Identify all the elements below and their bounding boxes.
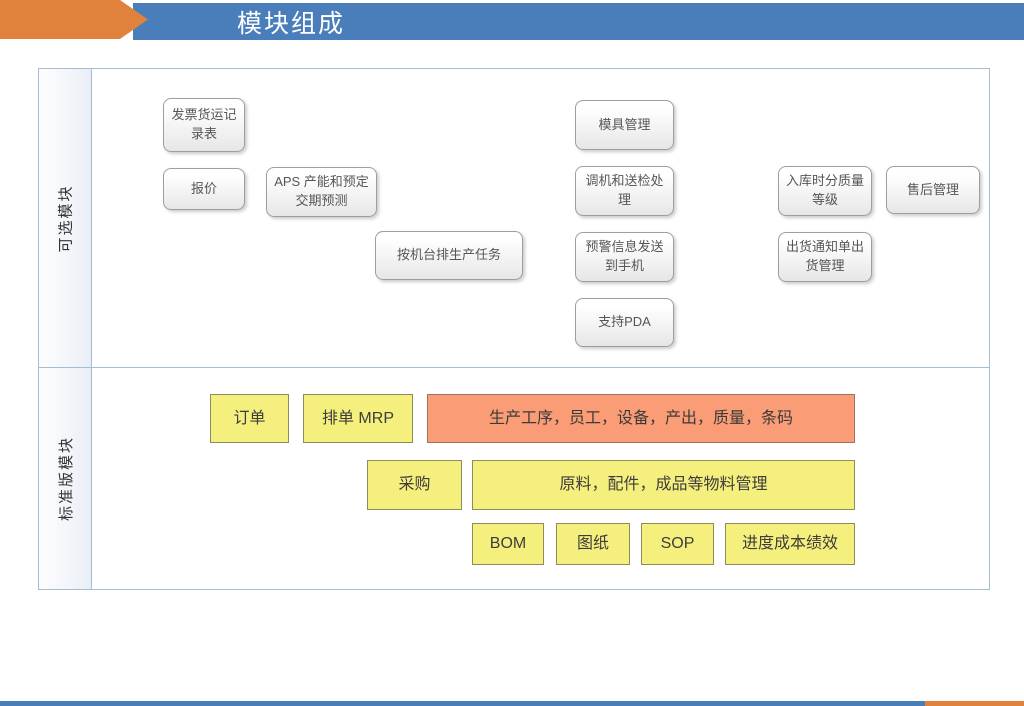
module-aps-forecast: APS 产能和预定交期预测 <box>266 167 377 217</box>
module-shipping-notice-management: 出货通知单出货管理 <box>778 232 872 282</box>
module-purchasing: 采购 <box>367 460 462 510</box>
module-drawings: 图纸 <box>556 523 630 565</box>
module-production-core: 生产工序，员工，设备，产出，质量，条码 <box>427 394 855 443</box>
module-material-management: 原料，配件，成品等物料管理 <box>472 460 855 510</box>
title-bar: 模块组成 <box>133 3 1024 40</box>
module-machine-setup-inspection: 调机和送检处理 <box>575 166 674 216</box>
module-aftersales-management: 售后管理 <box>886 166 980 214</box>
page-title: 模块组成 <box>237 9 346 38</box>
module-progress-cost-performance: 进度成本绩效 <box>725 523 855 565</box>
standard-modules-label: 标准版模块 <box>57 435 75 522</box>
module-pda-support: 支持PDA <box>575 298 674 347</box>
module-mold-management: 模具管理 <box>575 100 674 150</box>
module-bom: BOM <box>472 523 544 565</box>
standard-modules-rail: 标准版模块 <box>38 367 92 590</box>
footer-strip-blue <box>0 701 925 706</box>
optional-modules-label: 可选模块 <box>57 183 75 253</box>
module-warehouse-quality-grade: 入库时分质量等级 <box>778 166 872 216</box>
module-warning-to-phone: 预警信息发送到手机 <box>575 232 674 282</box>
optional-modules-rail: 可选模块 <box>38 68 92 368</box>
header-arrow-decoration <box>0 0 148 39</box>
module-orders: 订单 <box>210 394 289 443</box>
module-machine-task-scheduling: 按机台排生产任务 <box>375 231 523 280</box>
module-scheduling-mrp: 排单 MRP <box>303 394 413 443</box>
section-divider <box>38 367 990 368</box>
module-sop: SOP <box>641 523 714 565</box>
module-invoice-freight-record: 发票货运记录表 <box>163 98 245 152</box>
module-quotation: 报价 <box>163 168 245 210</box>
footer-strip-orange <box>925 701 1024 706</box>
